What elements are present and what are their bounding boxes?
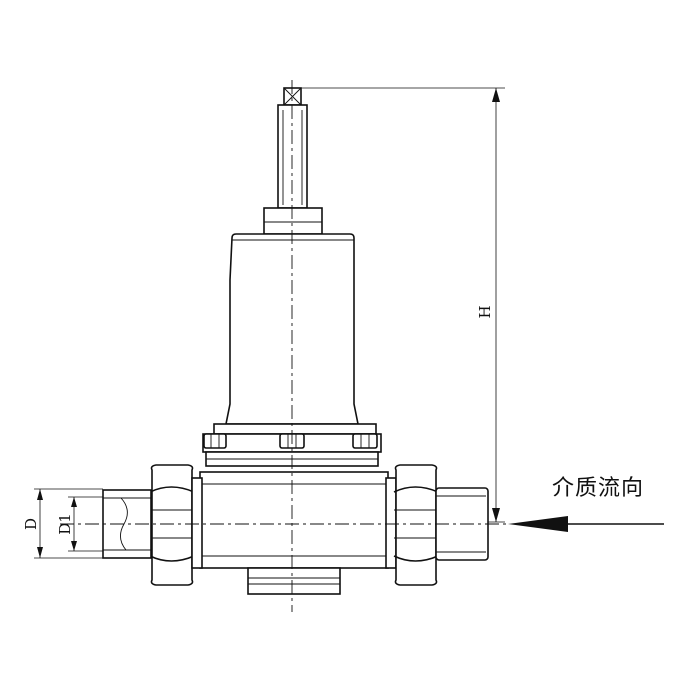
dimension-d-label: D bbox=[22, 518, 40, 530]
valve-body bbox=[199, 471, 389, 569]
flow-direction-arrow bbox=[508, 516, 664, 532]
flange-bolt-left bbox=[203, 433, 227, 449]
lock-nut bbox=[263, 207, 323, 235]
dimension-d bbox=[34, 488, 103, 559]
dimension-d1 bbox=[68, 496, 103, 552]
left-union-nut bbox=[149, 464, 203, 586]
dimension-d1-label: D1 bbox=[56, 513, 74, 535]
bottom-cap bbox=[247, 567, 341, 595]
right-union-nut bbox=[385, 464, 439, 586]
dimension-h-label: H bbox=[476, 305, 494, 318]
flow-direction-label: 介质流向 bbox=[552, 476, 644, 501]
flange-bolt-right bbox=[352, 433, 378, 449]
dimension-h bbox=[301, 87, 505, 523]
adjusting-stem bbox=[277, 87, 308, 209]
